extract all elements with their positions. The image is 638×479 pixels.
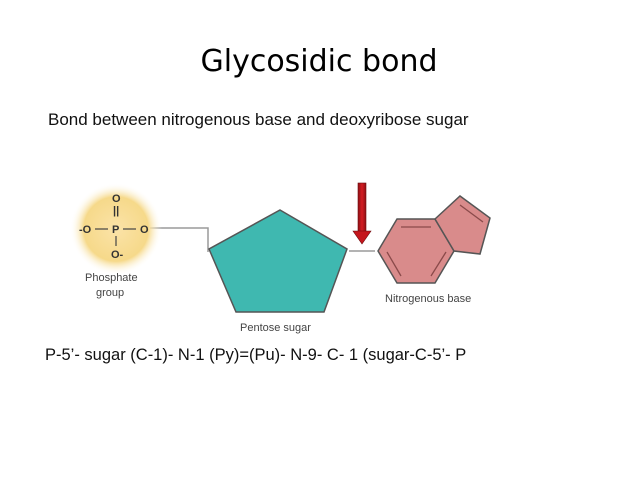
nitrogenous-base: Nitrogenous base — [377, 195, 491, 305]
phosphate-p-atom: P — [112, 224, 119, 236]
phosphate-right-oxygen: O — [140, 224, 149, 236]
phosphate-circle — [70, 183, 162, 275]
phosphate-left-oxygen: -O — [79, 224, 92, 236]
pentose-pentagon — [208, 209, 348, 313]
phosphate-top-oxygen: O — [112, 193, 121, 205]
slide-subtitle: Bond between nitrogenous base and deoxyr… — [48, 110, 469, 129]
base-pentagon-ring — [434, 195, 491, 255]
phosphate-double-bond: || — [113, 205, 119, 217]
phosphate-group: O || -O P O O- Phosphate group — [70, 183, 162, 299]
phosphate-label-line1: Phosphate — [85, 272, 138, 284]
nitrogenous-base-label: Nitrogenous base — [385, 293, 471, 305]
phosphate-label-line2: group — [96, 287, 124, 299]
bond-formula: P-5’- sugar (C-1)- N-1 (Py)=(Pu)- N-9- C… — [45, 346, 467, 364]
glycosidic-bond-arrow — [352, 182, 372, 245]
pentose-sugar-label: Pentose sugar — [240, 322, 311, 334]
slide-title: Glycosidic bond — [200, 44, 438, 79]
phosphate-sugar-connector — [150, 227, 209, 252]
phosphate-bottom-oxygen: O- — [111, 249, 124, 261]
pentose-sugar: Pentose sugar — [208, 209, 348, 334]
